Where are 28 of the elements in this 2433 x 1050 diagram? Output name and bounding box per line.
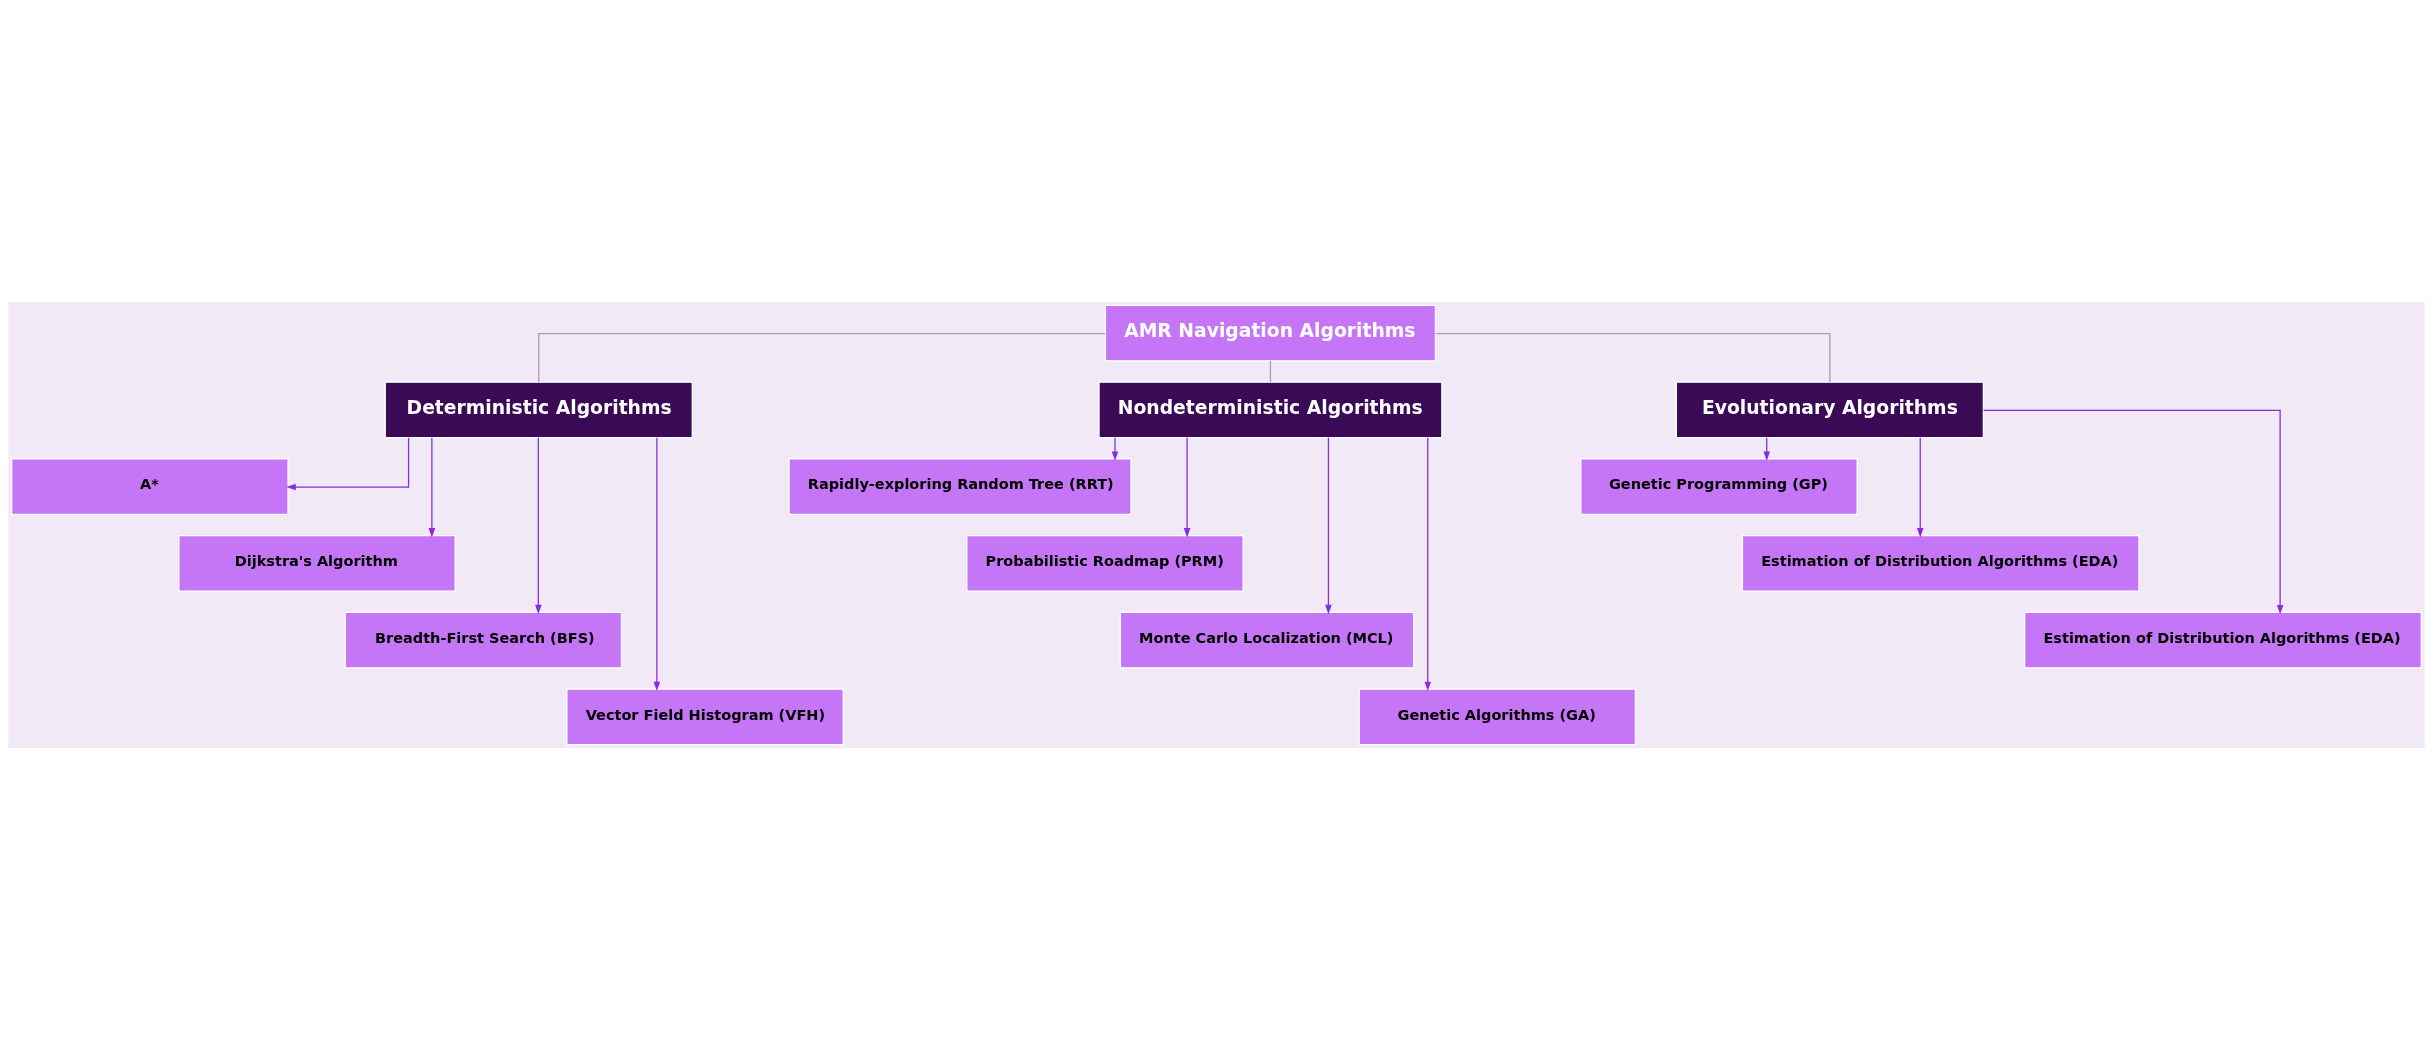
- node-box: Rapidly-exploring Random Tree (RRT): [788, 458, 1132, 515]
- arrow: [1325, 437, 1332, 615]
- node-box: Vector Field Histogram (VFH): [566, 688, 844, 746]
- arrow: [286, 437, 410, 491]
- node-box: Nondeterministic Algorithms: [1098, 381, 1443, 439]
- connector: [1269, 360, 1272, 383]
- arrow: [1982, 409, 2284, 615]
- arrow: [1424, 437, 1432, 692]
- arrow: [535, 437, 542, 615]
- node-box: Estimation of Distribution Algorithms (EDA): [1741, 535, 2140, 592]
- arrow: [653, 437, 661, 692]
- arrow: [1916, 437, 1924, 538]
- node-box: Dijkstra's Algorithm: [178, 535, 456, 592]
- node-box: Deterministic Algorithms: [384, 381, 693, 439]
- connector: [538, 332, 1106, 383]
- node-box: Genetic Algorithms (GA): [1358, 688, 1637, 746]
- node-box: Evolutionary Algorithms: [1675, 381, 1984, 439]
- arrow: [428, 437, 436, 538]
- arrow: [1183, 437, 1191, 538]
- node-box: Estimation of Distribution Algorithms (EDA): [2024, 611, 2422, 669]
- node-box: A*: [11, 458, 289, 515]
- connector: [1435, 332, 1831, 383]
- node-box: Breadth-First Search (BFS): [344, 611, 623, 669]
- node-box: Probabilistic Roadmap (PRM): [966, 535, 1244, 592]
- node-box: AMR Navigation Algorithms: [1104, 304, 1437, 362]
- arrow: [1111, 437, 1119, 461]
- node-box: Genetic Programming (GP): [1580, 458, 1858, 515]
- node-box: Monte Carlo Localization (MCL): [1119, 611, 1415, 669]
